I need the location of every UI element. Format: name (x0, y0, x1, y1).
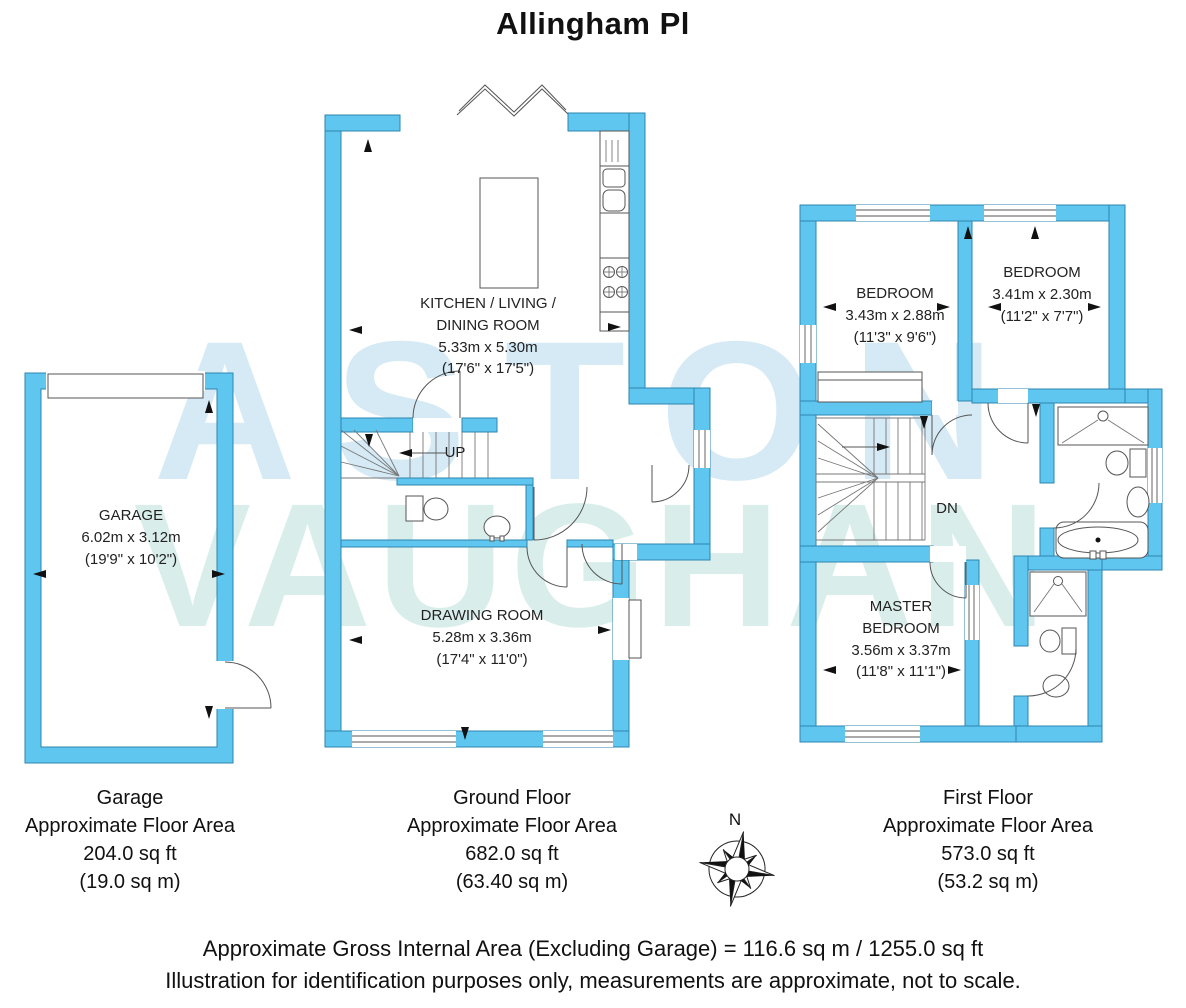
ground-floor-doors (412, 370, 690, 588)
room-name-line: DRAWING ROOM (420, 607, 544, 624)
room-name-line: BEDROOM (1003, 264, 1081, 281)
floor-area-sqft: 573.0 sq ft (941, 843, 1035, 865)
room-dimensions-imperial: (17'4" x 11'0") (436, 650, 528, 668)
garage-plan (24, 371, 272, 764)
ground-floor-plan (324, 84, 711, 748)
room-name-line: MASTER (869, 598, 933, 615)
garage-side-door-opening (215, 661, 235, 709)
gross-internal-area-text: Approximate Gross Internal Area (Excludi… (202, 936, 984, 961)
bedroom-right-label: BEDROOM 3.41m x 2.30m (11'2" x 7'7") (992, 262, 1091, 327)
kitchen-counter (599, 130, 630, 332)
compass-rose (699, 831, 775, 907)
garage-area-summary: Garage Approximate Floor Area 204.0 sq f… (25, 784, 235, 896)
room-name-line: KITCHEN / LIVING / (420, 295, 556, 312)
floor-area-sqm: (19.0 sq m) (79, 871, 181, 893)
floor-area-caption: Approximate Floor Area (24, 815, 236, 837)
shower (1057, 406, 1149, 446)
room-dimensions-imperial: (11'2" x 7'7") (1000, 307, 1084, 325)
floor-area-caption: Approximate Floor Area (882, 815, 1094, 837)
ensuite-shower (1029, 571, 1087, 617)
toilet-bowl (423, 497, 449, 521)
page-title: Allingham Pl (496, 6, 690, 41)
master-bedroom-label: MASTER BEDROOM 3.56m x 3.37m (11'8" x 11… (851, 596, 950, 683)
ground-floor-windows (352, 430, 710, 747)
room-dimensions-metric: 5.33m x 5.30m (438, 338, 538, 356)
toilet-cistern (1129, 448, 1147, 478)
bedroom-closet (817, 371, 923, 403)
stairs-down (815, 417, 926, 541)
first-floor-area-summary: First Floor Approximate Floor Area 573.0… (883, 784, 1093, 896)
garage-door-swing (224, 661, 272, 709)
bifold-doors (456, 84, 569, 117)
floor-name: Ground Floor (453, 787, 571, 809)
ground-floor-area-summary: Ground Floor Approximate Floor Area 682.… (407, 784, 617, 896)
room-name-line: DINING ROOM (436, 316, 540, 334)
ensuite (1027, 571, 1087, 698)
french-door (628, 599, 642, 659)
wc (405, 495, 511, 542)
floor-name: Garage (96, 787, 164, 809)
room-dimensions-imperial: (17'6" x 17'5") (441, 360, 535, 378)
basin (1126, 486, 1150, 518)
bathroom (1053, 406, 1150, 560)
stairs-up (340, 429, 489, 479)
room-dimensions-imperial: (19'9" x 10'2") (84, 550, 178, 568)
ensuite-toilet-cistern (1061, 627, 1077, 655)
room-dimensions-imperial: (11'8" x 11'1") (855, 663, 947, 681)
room-dimensions-metric: 3.56m x 3.37m (851, 641, 951, 659)
wc-basin (483, 515, 511, 539)
bedroom-left-label: BEDROOM 3.43m x 2.88m (11'3" x 9'6") (845, 283, 944, 348)
ensuite-toilet-bowl (1039, 629, 1061, 653)
floor-area-sqm: (53.2 sq m) (937, 871, 1039, 893)
toilet-bowl (1105, 450, 1129, 476)
room-name-line: BEDROOM (862, 619, 940, 637)
toilet-cistern (405, 495, 424, 522)
stairs-down-label: DN (936, 500, 958, 517)
kitchen-room-label: KITCHEN / LIVING / DINING ROOM 5.33m x 5… (420, 293, 556, 380)
drawing-room-label: DRAWING ROOM 5.28m x 3.36m (17'4" x 11'0… (421, 605, 544, 670)
room-dimensions-metric: 3.43m x 2.88m (845, 306, 945, 324)
floor-area-sqm: (63.40 sq m) (455, 871, 569, 893)
stairs-up-label: UP (444, 444, 466, 461)
first-floor-doors (929, 389, 1029, 599)
floor-name: First Floor (942, 787, 1033, 809)
garage-room-label: GARAGE 6.02m x 3.12m (19'9" x 10'2") (81, 505, 180, 570)
room-dimensions-imperial: (11'3" x 9'6") (853, 328, 937, 346)
room-dimensions-metric: 6.02m x 3.12m (81, 528, 181, 546)
room-dimensions-metric: 5.28m x 3.36m (432, 628, 532, 646)
first-floor-plan (799, 204, 1163, 743)
compass-north-label: N (728, 810, 742, 829)
floor-area-sqft: 682.0 sq ft (465, 843, 559, 865)
floor-area-sqft: 204.0 sq ft (83, 843, 177, 865)
room-name-line: GARAGE (98, 507, 164, 524)
first-floor-windows (800, 205, 1162, 742)
room-name-line: BEDROOM (856, 285, 934, 302)
kitchen-sink (602, 168, 626, 188)
garage-door (47, 373, 204, 399)
floor-area-caption: Approximate Floor Area (406, 815, 618, 837)
room-dimensions-metric: 3.41m x 2.30m (992, 285, 1092, 303)
kitchen-island (479, 177, 539, 289)
kitchen-hob (603, 266, 628, 298)
disclaimer-text: Illustration for identification purposes… (165, 968, 1021, 993)
